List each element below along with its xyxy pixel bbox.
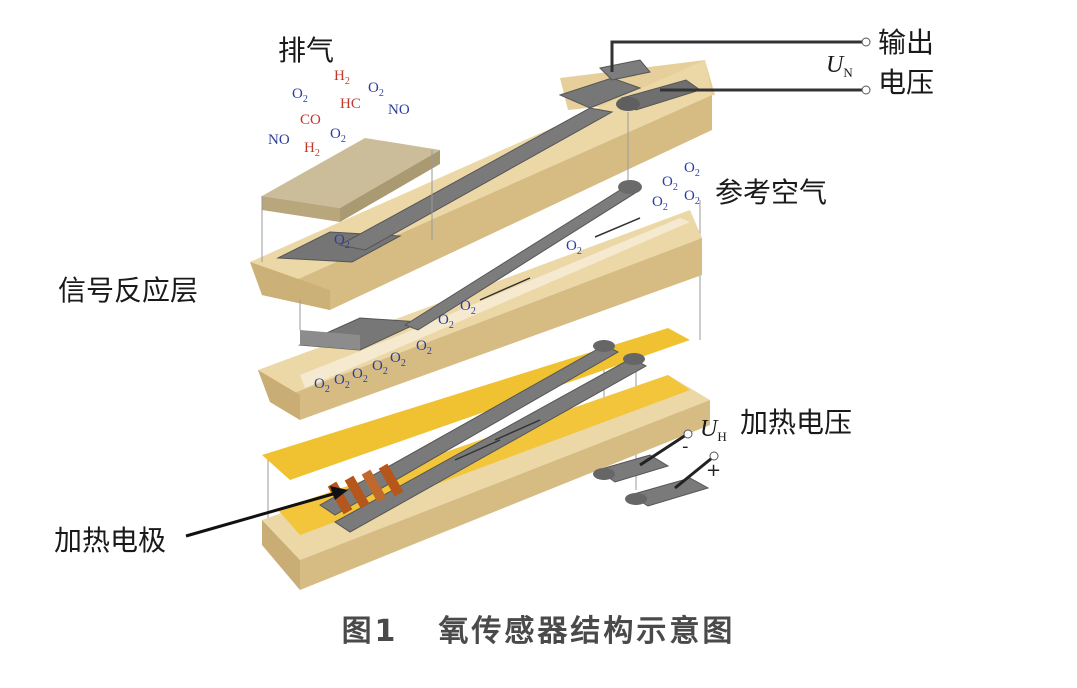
flow-arrows	[454, 217, 641, 461]
svg-text:O2: O2	[334, 232, 350, 251]
svg-text:O2: O2	[662, 174, 678, 193]
output-wires	[610, 37, 871, 95]
porous-cover-block	[262, 138, 440, 222]
svg-text:O2: O2	[368, 80, 384, 99]
figure-number: 图1	[341, 614, 399, 649]
heater-terminals	[593, 429, 719, 507]
svg-text:O2: O2	[652, 194, 668, 213]
svg-text:O2: O2	[684, 188, 700, 207]
exhaust-label: 排气	[278, 34, 334, 67]
reference-air-label: 参考空气	[715, 176, 827, 209]
heater-voltage-label: 加热电压	[740, 406, 852, 439]
svg-text:O2: O2	[390, 350, 406, 369]
exhaust-gases: O2 H2 O2 HC CO NO NO O2 H2 O2	[268, 68, 410, 251]
figure-caption: 图1 氧传感器结构示意图	[0, 606, 1077, 650]
reference-electrode	[298, 180, 642, 351]
output-voltage-label-1: 输出	[878, 26, 934, 59]
svg-text:O2: O2	[292, 86, 308, 105]
svg-text:HC: HC	[340, 96, 361, 112]
svg-text:O2: O2	[330, 126, 346, 145]
signal-layer-label: 信号反应层	[58, 274, 198, 307]
figure-title: 氧传感器结构示意图	[438, 614, 736, 649]
svg-text:O2: O2	[566, 238, 582, 257]
svg-text:O2: O2	[314, 376, 330, 395]
heater-electrode-label: 加热电极	[54, 524, 166, 557]
output-voltage-symbol: UN	[826, 52, 853, 80]
output-voltage-label-2: 电压	[878, 66, 934, 99]
svg-text:O2: O2	[334, 372, 350, 391]
svg-text:NO: NO	[268, 132, 290, 148]
svg-text:H2: H2	[334, 68, 350, 87]
reference-air-layer	[258, 210, 702, 420]
plus-sign: +	[706, 460, 721, 481]
svg-text:NO: NO	[388, 102, 410, 118]
reference-air-gases: O2 O2 O2 O2 O2 O2 O2 O2 O2 O2 O2 O2 O2	[314, 160, 700, 395]
svg-text:O2: O2	[372, 358, 388, 377]
svg-text:O2: O2	[460, 298, 476, 317]
svg-text:H2: H2	[304, 140, 320, 159]
svg-text:CO: CO	[300, 112, 321, 128]
heater-electrode-pointer	[185, 486, 348, 538]
svg-text:O2: O2	[416, 338, 432, 357]
svg-text:O2: O2	[352, 366, 368, 385]
heater-voltage-symbol: UH	[700, 416, 727, 444]
svg-text:O2: O2	[438, 312, 454, 331]
minus-sign: -	[682, 436, 689, 457]
svg-text:O2: O2	[684, 160, 700, 179]
